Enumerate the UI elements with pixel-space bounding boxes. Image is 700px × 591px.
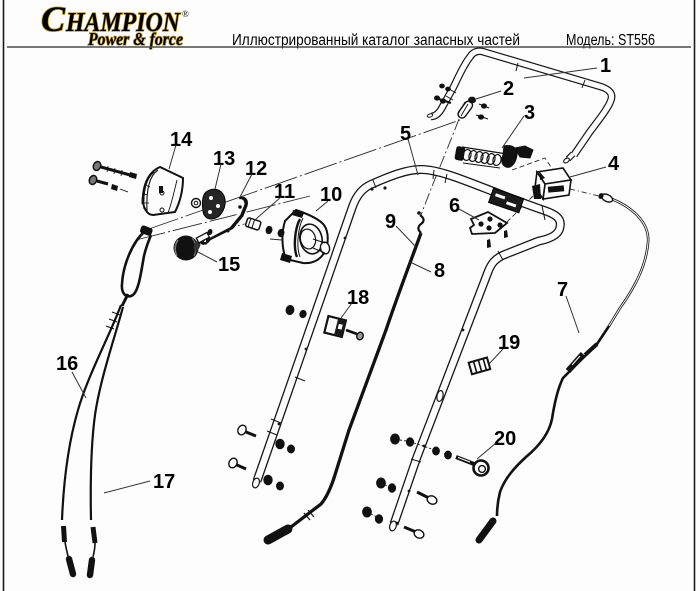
svg-text:Иллюстрированный каталог запас: Иллюстрированный каталог запасных частей — [232, 32, 520, 49]
svg-text:18: 18 — [347, 287, 369, 309]
svg-text:6: 6 — [449, 195, 460, 217]
svg-text:13: 13 — [213, 148, 235, 170]
svg-text:8: 8 — [434, 260, 445, 282]
svg-text:Модель: ST556: Модель: ST556 — [566, 32, 655, 49]
svg-text:17: 17 — [153, 471, 175, 493]
svg-text:20: 20 — [494, 428, 516, 450]
svg-text:12: 12 — [245, 158, 267, 180]
svg-text:HAMPION: HAMPION — [65, 7, 181, 37]
svg-text:C: C — [41, 0, 66, 39]
svg-text:7: 7 — [557, 279, 568, 301]
svg-text:3: 3 — [524, 102, 535, 124]
svg-text:®: ® — [182, 9, 189, 19]
svg-text:15: 15 — [218, 254, 240, 276]
svg-text:10: 10 — [320, 184, 342, 206]
svg-text:19: 19 — [498, 332, 520, 354]
svg-text:9: 9 — [385, 211, 396, 233]
svg-text:1: 1 — [600, 55, 611, 77]
svg-text:Power & force: Power & force — [87, 29, 183, 49]
svg-text:16: 16 — [56, 353, 78, 375]
svg-text:11: 11 — [274, 181, 295, 203]
svg-text:14: 14 — [170, 129, 193, 151]
svg-text:4: 4 — [608, 153, 620, 175]
svg-text:5: 5 — [400, 123, 411, 145]
svg-text:2: 2 — [503, 78, 514, 100]
